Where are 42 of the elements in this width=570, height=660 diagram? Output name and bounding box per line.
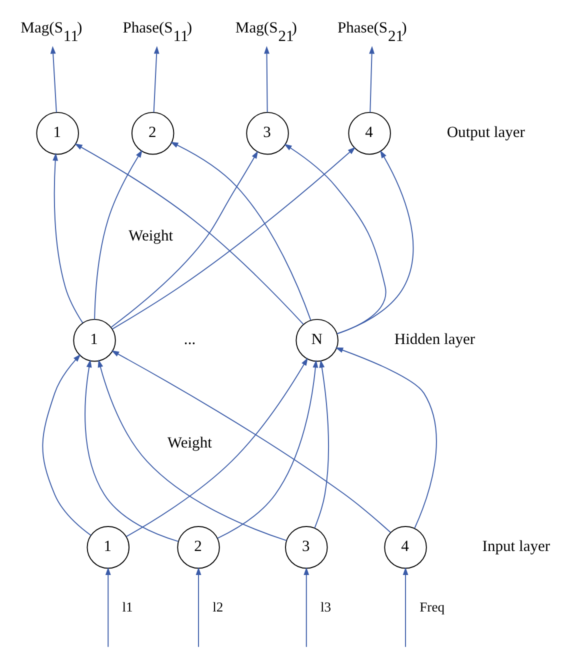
- arrow: [303, 567, 309, 648]
- node-circle: 3: [246, 112, 288, 155]
- node-circle: 1: [36, 112, 78, 155]
- edge-label: l3: [320, 600, 331, 615]
- label: Weight: [166, 434, 212, 452]
- arrow: [402, 567, 408, 648]
- node-circle: 3: [284, 526, 328, 569]
- arrow: [42, 354, 91, 536]
- label: Output layer: [446, 124, 524, 142]
- arrow: [336, 150, 414, 334]
- arrow: [314, 360, 329, 528]
- arrow: [110, 350, 390, 533]
- arrow: [110, 150, 258, 328]
- arrow: [125, 358, 308, 538]
- edge-label: Freq: [419, 600, 444, 615]
- arrow: [74, 143, 304, 325]
- label: Weight: [128, 228, 173, 245]
- arrow: [216, 360, 318, 539]
- arrow: [52, 152, 83, 324]
- edge-label: l1: [122, 600, 132, 615]
- edge-label: l2: [212, 600, 223, 615]
- arrow: [111, 146, 356, 330]
- arrow: [152, 46, 159, 113]
- arrow: [84, 360, 178, 542]
- arrow: [264, 46, 269, 113]
- node-circle: 4: [384, 526, 426, 569]
- arrow: [104, 567, 110, 648]
- arrow: [195, 567, 201, 648]
- arrow: [50, 46, 56, 113]
- label: Input layer: [482, 538, 550, 556]
- arrow: [170, 142, 311, 321]
- arrow: [334, 348, 436, 529]
- arrow: [368, 46, 374, 113]
- node-circle: 2: [130, 112, 174, 155]
- node-circle: 2: [176, 526, 220, 569]
- arrow: [284, 144, 386, 334]
- arrow: [94, 150, 142, 320]
- label: ...: [183, 331, 196, 348]
- node-circle: 1: [86, 526, 130, 569]
- label: Hidden layer: [394, 331, 475, 348]
- node-circle: N: [295, 318, 338, 362]
- arrow: [97, 360, 287, 542]
